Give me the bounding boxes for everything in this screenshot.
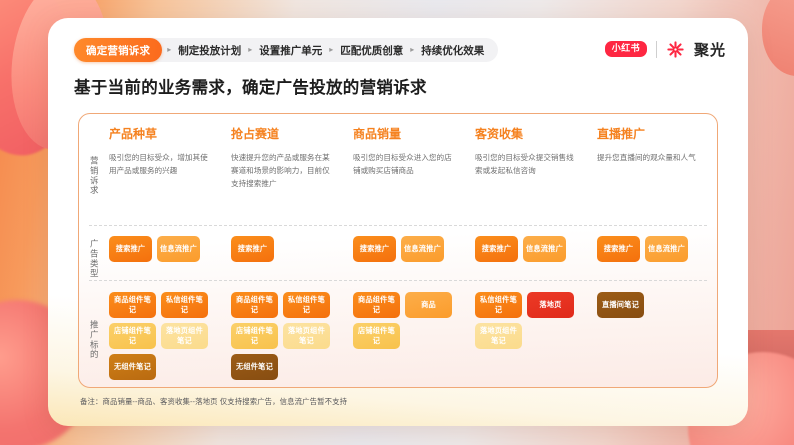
breadcrumb-separator-icon: ▸ bbox=[167, 45, 172, 54]
appeal-column: 客资收集 吸引您的目标受众提交销售线索或发起私信咨询 bbox=[475, 125, 597, 226]
objective-tag[interactable]: 店铺组件笔记 bbox=[353, 323, 400, 349]
appeal-column: 抢占赛道 快速提升您的产品或服务在某赛道和场景的影响力，目前仅支持搜索推广 bbox=[231, 125, 353, 226]
objective-tag-group: 直播间笔记 bbox=[597, 292, 713, 318]
ad-type-tag-group: 搜索推广 bbox=[231, 236, 347, 262]
objective-tag-group: 商品组件笔记商品店铺组件笔记 bbox=[353, 292, 469, 349]
row-label-text: 营销诉求 bbox=[89, 155, 100, 196]
appeal-column: 直播推广 提升您直播间的观众量和人气 bbox=[597, 125, 719, 226]
objective-tag[interactable]: 落地页组件笔记 bbox=[283, 323, 330, 349]
ad-type-tag-group: 搜索推广信息流推广 bbox=[597, 236, 713, 262]
breadcrumb-separator-icon: ▸ bbox=[248, 45, 253, 54]
appeal-description: 吸引您的目标受众，增加其使用产品或服务的兴趣 bbox=[109, 153, 208, 176]
appeal-description: 吸引您的目标受众提交销售线索或发起私信咨询 bbox=[475, 153, 574, 176]
objective-tag[interactable]: 商品组件笔记 bbox=[109, 292, 156, 318]
appeal-columns: 产品种草 吸引您的目标受众，增加其使用产品或服务的兴趣 抢占赛道 快速提升您的产… bbox=[109, 125, 719, 226]
objective-column: 商品组件笔记商品店铺组件笔记 bbox=[353, 292, 475, 387]
product-name-label: 聚光 bbox=[693, 41, 726, 59]
ad-type-column: 搜索推广信息流推广 bbox=[597, 236, 719, 281]
ad-type-tag[interactable]: 信息流推广 bbox=[401, 236, 444, 262]
objective-tag-group: 商品组件笔记私信组件笔记店铺组件笔记落地页组件笔记无组件笔记 bbox=[231, 292, 347, 380]
objective-tag[interactable]: 落地页 bbox=[527, 292, 574, 318]
xiaohongshu-logo: 小红书 bbox=[604, 41, 647, 57]
ad-type-tag[interactable]: 搜索推广 bbox=[353, 236, 396, 262]
row-divider bbox=[89, 225, 707, 226]
objective-tag[interactable]: 商品组件笔记 bbox=[231, 292, 278, 318]
decorative-blob-top-right bbox=[762, 0, 794, 76]
appeal-description: 提升您直播间的观众量和人气 bbox=[597, 153, 696, 162]
ad-type-tag[interactable]: 搜索推广 bbox=[475, 236, 518, 262]
breadcrumb-separator-icon: ▸ bbox=[410, 45, 415, 54]
objective-column: 直播间笔记 bbox=[597, 292, 719, 387]
matrix-row-objectives: 推广标的 商品组件笔记私信组件笔记店铺组件笔记落地页组件笔记无组件笔记商品组件笔… bbox=[79, 281, 717, 387]
breadcrumb-step-4[interactable]: 持续优化效果 bbox=[421, 44, 485, 57]
row-label-appeals: 营销诉求 bbox=[79, 125, 109, 226]
row-label-text: 广告类型 bbox=[89, 238, 100, 279]
marketing-objective-matrix: 营销诉求 产品种草 吸引您的目标受众，增加其使用产品或服务的兴趣 抢占赛道 快速… bbox=[78, 113, 718, 388]
breadcrumb: 确定营销诉求 ▸ 制定投放计划 ▸ 设置推广单元 ▸ 匹配优质创意 ▸ 持续优化… bbox=[74, 38, 499, 62]
appeal-description: 吸引您的目标受众进入您的店铺或购买店铺商品 bbox=[353, 153, 452, 176]
objective-tag[interactable]: 直播间笔记 bbox=[597, 292, 644, 318]
objective-column: 商品组件笔记私信组件笔记店铺组件笔记落地页组件笔记无组件笔记 bbox=[231, 292, 353, 387]
ad-type-tag[interactable]: 信息流推广 bbox=[523, 236, 566, 262]
objective-tag[interactable]: 商品 bbox=[405, 292, 452, 318]
appeal-title: 产品种草 bbox=[109, 127, 158, 141]
ad-type-column: 搜索推广信息流推广 bbox=[353, 236, 475, 281]
appeal-column: 产品种草 吸引您的目标受众，增加其使用产品或服务的兴趣 bbox=[109, 125, 231, 226]
objective-tag[interactable]: 私信组件笔记 bbox=[283, 292, 330, 318]
ad-type-tag[interactable]: 信息流推广 bbox=[157, 236, 200, 262]
slide-card: 确定营销诉求 ▸ 制定投放计划 ▸ 设置推广单元 ▸ 匹配优质创意 ▸ 持续优化… bbox=[48, 18, 748, 426]
objective-tag[interactable]: 落地页组件笔记 bbox=[475, 323, 522, 349]
objective-tag[interactable]: 落地页组件笔记 bbox=[161, 323, 208, 349]
ad-type-tag[interactable]: 搜索推广 bbox=[231, 236, 274, 262]
appeal-column: 商品销量 吸引您的目标受众进入您的店铺或购买店铺商品 bbox=[353, 125, 475, 226]
ad-type-columns: 搜索推广信息流推广搜索推广搜索推广信息流推广搜索推广信息流推广搜索推广信息流推广 bbox=[109, 236, 719, 281]
row-label-ad-types: 广告类型 bbox=[79, 236, 109, 281]
objective-column: 私信组件笔记落地页落地页组件笔记 bbox=[475, 292, 597, 387]
ad-type-column: 搜索推广 bbox=[231, 236, 353, 281]
ad-type-column: 搜索推广信息流推广 bbox=[475, 236, 597, 281]
objective-tag[interactable]: 私信组件笔记 bbox=[161, 292, 208, 318]
burst-star-icon bbox=[667, 40, 684, 58]
objective-columns: 商品组件笔记私信组件笔记店铺组件笔记落地页组件笔记无组件笔记商品组件笔记私信组件… bbox=[109, 292, 719, 387]
ad-type-tag-group: 搜索推广信息流推广 bbox=[109, 236, 225, 262]
row-divider bbox=[89, 280, 707, 281]
objective-tag-group: 商品组件笔记私信组件笔记店铺组件笔记落地页组件笔记无组件笔记 bbox=[109, 292, 225, 380]
decorative-shape-bottom-right bbox=[742, 330, 794, 390]
appeal-title: 商品销量 bbox=[353, 127, 402, 141]
ad-type-tag[interactable]: 搜索推广 bbox=[109, 236, 152, 262]
objective-tag[interactable]: 商品组件笔记 bbox=[353, 292, 400, 318]
footnote: 备注：商品销量--商品、客资收集--落地页 仅支持搜索广告，信息流广告暂不支持 bbox=[80, 397, 348, 406]
matrix-row-appeals: 营销诉求 产品种草 吸引您的目标受众，增加其使用产品或服务的兴趣 抢占赛道 快速… bbox=[79, 114, 717, 226]
ad-type-tag[interactable]: 信息流推广 bbox=[645, 236, 688, 262]
ad-type-column: 搜索推广信息流推广 bbox=[109, 236, 231, 281]
objective-tag[interactable]: 无组件笔记 bbox=[231, 354, 278, 380]
row-label-text: 推广标的 bbox=[89, 319, 100, 360]
ad-type-tag[interactable]: 搜索推广 bbox=[597, 236, 640, 262]
objective-tag[interactable]: 店铺组件笔记 bbox=[109, 323, 156, 349]
page-title: 基于当前的业务需求，确定广告投放的营销诉求 bbox=[74, 79, 427, 97]
objective-tag[interactable]: 店铺组件笔记 bbox=[231, 323, 278, 349]
objective-tag-group: 私信组件笔记落地页落地页组件笔记 bbox=[475, 292, 591, 349]
objective-tag[interactable]: 无组件笔记 bbox=[109, 354, 156, 380]
appeal-title: 客资收集 bbox=[475, 127, 524, 141]
logo-divider bbox=[655, 40, 657, 58]
breadcrumb-separator-icon: ▸ bbox=[329, 45, 334, 54]
breadcrumb-step-3[interactable]: 匹配优质创意 bbox=[340, 44, 404, 57]
appeal-title: 直播推广 bbox=[597, 127, 646, 141]
appeal-title: 抢占赛道 bbox=[231, 127, 280, 141]
breadcrumb-step-2[interactable]: 设置推广单元 bbox=[259, 44, 323, 57]
row-label-objectives: 推广标的 bbox=[79, 292, 109, 387]
breadcrumb-step-1[interactable]: 制定投放计划 bbox=[178, 44, 242, 57]
ad-type-tag-group: 搜索推广信息流推广 bbox=[353, 236, 469, 262]
appeal-description: 快速提升您的产品或服务在某赛道和场景的影响力，目前仅支持搜索推广 bbox=[231, 153, 330, 189]
breadcrumb-step-active[interactable]: 确定营销诉求 bbox=[74, 38, 163, 62]
matrix-row-ad-types: 广告类型 搜索推广信息流推广搜索推广搜索推广信息流推广搜索推广信息流推广搜索推广… bbox=[79, 226, 717, 281]
brand-logo-lockup: 小红书 聚光 bbox=[604, 36, 726, 62]
objective-tag[interactable]: 私信组件笔记 bbox=[475, 292, 522, 318]
ad-type-tag-group: 搜索推广信息流推广 bbox=[475, 236, 591, 262]
objective-column: 商品组件笔记私信组件笔记店铺组件笔记落地页组件笔记无组件笔记 bbox=[109, 292, 231, 387]
